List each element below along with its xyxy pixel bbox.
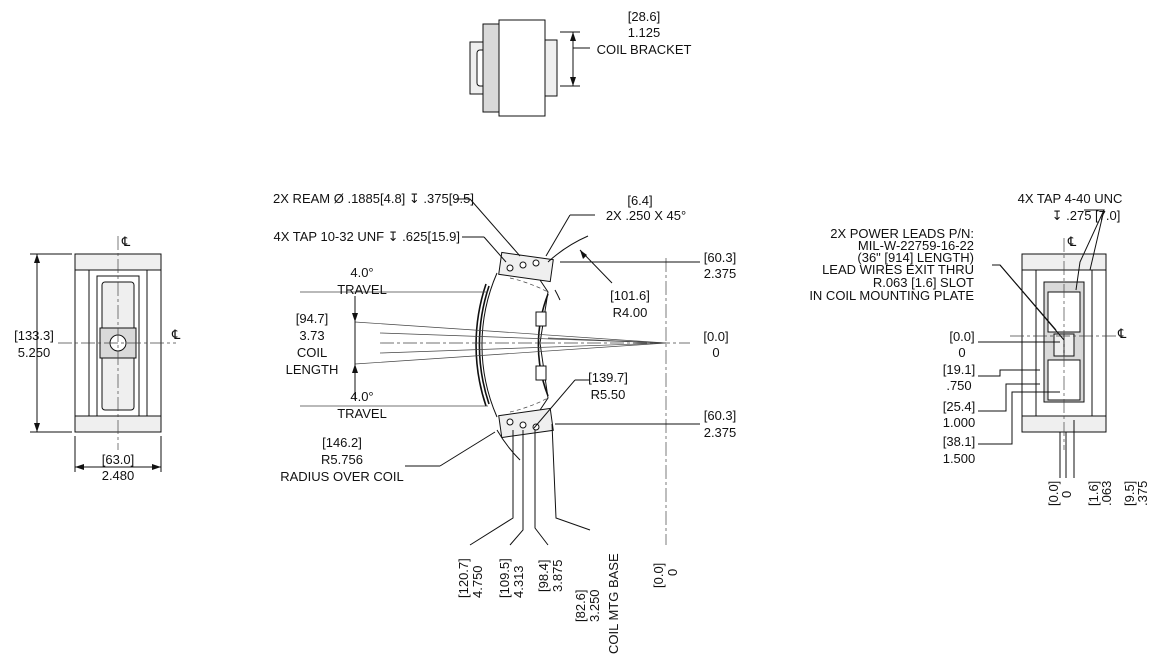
right-dim-1-mm: [19.1]: [943, 362, 976, 377]
right-centerline-top: ℄: [1067, 234, 1077, 249]
right-dim-2-mm: [25.4]: [943, 399, 976, 414]
ream-note: 2X REAM Ø .1885[4.8] ↧ .375[9.5]: [273, 191, 474, 206]
right-dim-3-in: 1.500: [943, 451, 976, 466]
origin-mm: [0.0]: [703, 329, 728, 344]
right-bottom-dim-2-mm: [9.5]: [1122, 481, 1137, 506]
leads-line-2: MIL-W-22759-16-22: [858, 238, 974, 253]
right-dim-0-mm: [0.0]: [949, 329, 974, 344]
bottom-dim-4: [82.6] 3.250: [573, 589, 602, 622]
left-centerline-top: ℄: [121, 234, 131, 249]
left-height-mm: [133.3]: [14, 328, 54, 343]
leads-line-1: 2X POWER LEADS P/N:: [830, 226, 974, 241]
bottom-dim-1: [120.7] 4.750: [456, 558, 485, 598]
right-bottom-dim-0-mm: [0.0]: [1046, 481, 1061, 506]
right-bottom-dim-1-mm: [1.6]: [1086, 481, 1101, 506]
right-bottom-dim-0-in: 0: [1059, 491, 1074, 498]
bottom-dim-2-in: 4.313: [511, 565, 526, 598]
center-view: 2X REAM Ø .1885[4.8] ↧ .375[9.5] 4X TAP …: [273, 191, 736, 654]
leads-line-4: LEAD WIRES EXIT THRU: [822, 262, 974, 277]
zero-dim: [0.0] 0: [651, 563, 680, 588]
bracket-dim-in: 1.125: [628, 25, 661, 40]
right-tap-note1: 4X TAP 4-40 UNC: [1018, 191, 1123, 206]
chamfer-note: 2X .250 X 45°: [606, 208, 686, 223]
rcoil-in: R5.756: [321, 452, 363, 467]
right-bottom-dim-1: [1.6] .063: [1086, 481, 1114, 506]
right-dim-3-mm: [38.1]: [943, 434, 976, 449]
right-dim-1-in: .750: [946, 378, 971, 393]
bottom-offset-in: 2.375: [704, 425, 737, 440]
left-width-in: 2.480: [102, 468, 135, 483]
left-height-in: 5.250: [18, 345, 51, 360]
travel-bottom-label: TRAVEL: [337, 406, 387, 421]
rcoil-mm: [146.2]: [322, 435, 362, 450]
chamfer-mm: [6.4]: [627, 193, 652, 208]
bottom-dim-4-in: 3.250: [587, 589, 602, 622]
origin-in: 0: [712, 345, 719, 360]
right-view: ℄ ℄ 4X TAP 4-40 UNC ↧ .275 [7.0] 2X POWE…: [809, 191, 1150, 506]
bottom-dim-3: [98.4] 3.875: [536, 559, 565, 592]
r55-mm: [139.7]: [588, 370, 628, 385]
coil-length-label2: LENGTH: [286, 362, 339, 377]
right-dim-0-in: 0: [958, 345, 965, 360]
r55-in: R5.50: [591, 387, 626, 402]
bottom-dim-1-in: 4.750: [470, 565, 485, 598]
right-bottom-dim-2-in: .375: [1135, 481, 1150, 506]
bottom-dim-3-in: 3.875: [550, 559, 565, 592]
top-offset-mm: [60.3]: [704, 250, 737, 265]
bottom-dim-1-mm: [120.7]: [456, 558, 471, 598]
travel-bottom-deg: 4.0°: [350, 389, 373, 404]
leads-line-3: (36" [914] LENGTH): [857, 250, 974, 265]
right-dim-2-in: 1.000: [943, 415, 976, 430]
top-view-coil-bracket: [28.6] 1.125 COIL BRACKET: [469, 9, 692, 117]
leads-line-5: R.063 [1.6] SLOT: [873, 275, 974, 290]
left-width-mm: [63.0]: [102, 452, 135, 467]
leads-line-6: IN COIL MOUNTING PLATE: [809, 288, 974, 303]
right-bottom-dim-2: [9.5] .375: [1122, 481, 1150, 506]
top-offset-in: 2.375: [704, 266, 737, 281]
coil-length-in: 3.73: [299, 328, 324, 343]
bracket-label: COIL BRACKET: [597, 42, 692, 57]
zero-in: 0: [665, 569, 680, 576]
bottom-dim-2: [109.5] 4.313: [497, 558, 526, 598]
right-centerline-right: ℄: [1117, 326, 1127, 341]
bottom-dim-3-mm: [98.4]: [536, 559, 551, 592]
base-label-group: COIL MTG BASE: [606, 553, 621, 654]
bottom-dim-4-mm: [82.6]: [573, 589, 588, 622]
right-bottom-dim-0: [0.0] 0: [1046, 481, 1074, 506]
bracket-dim-mm: [28.6]: [628, 9, 661, 24]
right-tap-note2: ↧ .275 [7.0]: [1052, 208, 1121, 223]
travel-top-deg: 4.0°: [350, 265, 373, 280]
tap-note: 4X TAP 10-32 UNF ↧ .625[15.9]: [274, 229, 461, 244]
zero-mm: [0.0]: [651, 563, 666, 588]
coil-length-mm: [94.7]: [296, 311, 329, 326]
bottom-offset-mm: [60.3]: [704, 408, 737, 423]
left-view: ℄ ℄ [133.3] 5.250 [63.0] 2.480: [14, 234, 181, 483]
right-bottom-dim-1-in: .063: [1099, 481, 1114, 506]
coil-length-label1: COIL: [297, 345, 327, 360]
rcoil-label: RADIUS OVER COIL: [280, 469, 404, 484]
base-label: COIL MTG BASE: [606, 553, 621, 654]
bottom-dim-2-mm: [109.5]: [497, 558, 512, 598]
r4-mm: [101.6]: [610, 288, 650, 303]
left-centerline-right: ℄: [171, 327, 181, 342]
r4-in: R4.00: [613, 305, 648, 320]
travel-top-label: TRAVEL: [337, 282, 387, 297]
